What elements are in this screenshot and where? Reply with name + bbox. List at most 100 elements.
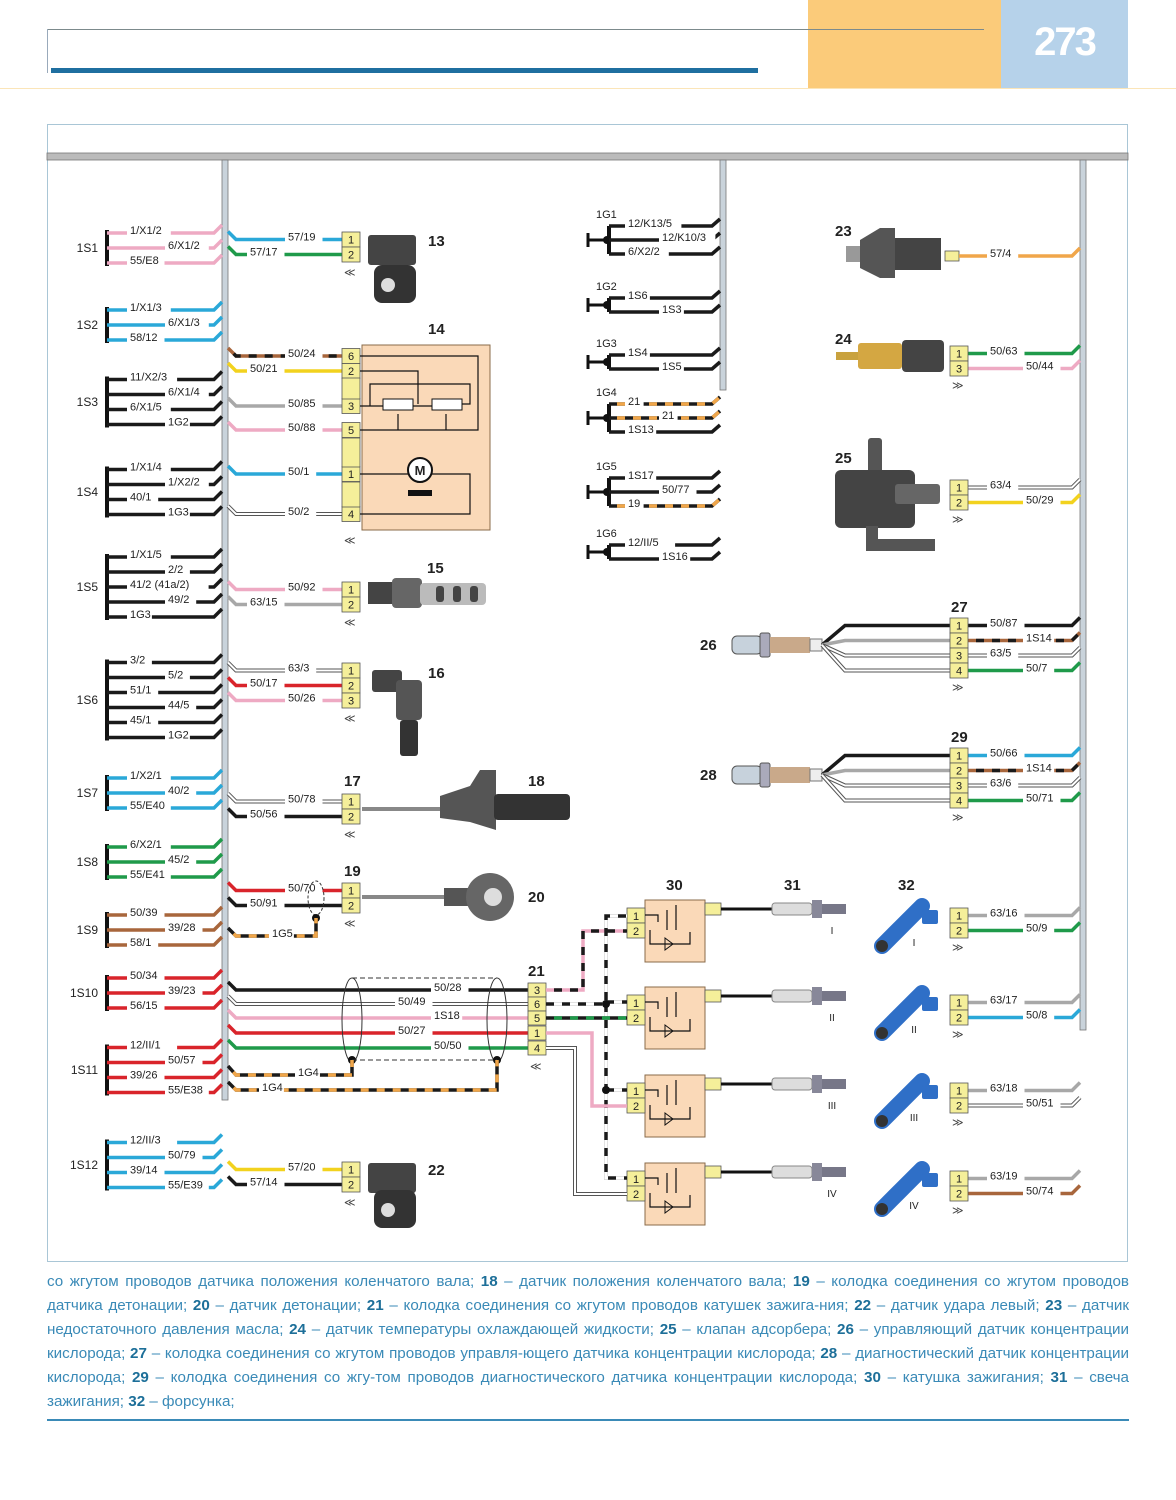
injector-I-pin-label: 2 (956, 926, 962, 938)
component-13-pin-2 (341, 246, 361, 263)
component-27-wire-label: 63/5 (990, 648, 1011, 660)
valve-15-port (436, 586, 444, 602)
splice-wire-label-bg (165, 1178, 209, 1191)
injector-tip (876, 1027, 888, 1039)
splice-wire-1S2 (107, 315, 224, 327)
splice-wire-label: 58/1 (130, 937, 151, 949)
component-15-wire-label-bg (247, 595, 285, 608)
spark-plug-IV (771, 1165, 813, 1179)
component-25-wire-label: 63/4 (990, 480, 1011, 492)
splice-wire-label-bg (127, 548, 171, 560)
harness-trunk-1 (719, 159, 727, 391)
splice-bar-1S3 (105, 376, 109, 428)
page-number: 273 (1034, 20, 1097, 64)
component-22-pin-label: 2 (348, 1180, 354, 1192)
component-29-wire-label-bg (987, 746, 1025, 759)
coil-circuit (645, 905, 691, 945)
legend-text: – свеча зажигания; (47, 1369, 1130, 1410)
splice-wire-label-bg (165, 415, 190, 428)
splice-wire-1S6 (107, 668, 224, 680)
component-14-pin-blank (341, 437, 361, 468)
splice-wire-label-bg (127, 254, 165, 266)
component-number-30: 30 (666, 877, 683, 894)
component-22-wire-label-bg (285, 1160, 323, 1173)
component-29-pin-label: 1 (956, 751, 962, 763)
component-22-wire-label-bg (247, 1175, 285, 1188)
splice-wire-label-bg (127, 769, 171, 781)
splice-wire-label: 5/2 (168, 670, 183, 682)
legend-item-number: 18 (480, 1273, 498, 1290)
ground-wire-label-bg (659, 409, 678, 421)
splice-wire-1S10 (107, 983, 224, 995)
legend-item-number: 29 (131, 1369, 149, 1386)
throttle-14-body (361, 344, 491, 531)
component-15-wire-label-bg (285, 580, 323, 593)
splice-wire-label-bg (127, 713, 159, 726)
splice-wire-1S6 (107, 728, 224, 740)
component-27-wire-label: 50/7 (1026, 663, 1047, 675)
ground-wire-label-bg (625, 395, 644, 407)
splice-wire-label: 1G3 (130, 609, 151, 621)
legend-text: – датчик детонации; (209, 1297, 367, 1314)
injector-IV-wire-label-bg (987, 1169, 1025, 1182)
splice-wire-label: 6/X1/4 (168, 387, 200, 399)
component-24-pin-label: 1 (956, 349, 962, 361)
splice-wire-label-bg (165, 475, 209, 488)
component-16-plug-icon: ≪ (344, 713, 356, 725)
component-17-pin-label: 1 (348, 797, 354, 809)
coil-circuit (645, 1080, 691, 1120)
injector-III-wire-label-bg (987, 1081, 1025, 1094)
component-16-wire-label-bg (247, 676, 285, 689)
ignition-coil-IV (644, 1162, 706, 1226)
cylinder-label: III (910, 1113, 918, 1124)
coil-bus-node (602, 1086, 610, 1094)
component-19-pin-2 (341, 897, 361, 914)
component-14-wire-label: 50/21 (250, 363, 278, 375)
splice-label-1S6: 1S6 (77, 693, 99, 707)
ground-wire-1G5-stripe (609, 497, 722, 508)
injector-IV-pin-2 (949, 1185, 969, 1202)
splice-wire-label: 49/2 (168, 594, 189, 606)
splice-wire-label-bg (165, 239, 209, 251)
coil-circuit (645, 1168, 691, 1208)
injector-I-wire-label-bg (1023, 921, 1055, 934)
oxygen-sensor-28-lead-2-core (821, 774, 950, 787)
splice-wire-label-bg (165, 1083, 209, 1096)
splice-wire-label-bg (127, 868, 171, 880)
splice-bar-1S11 (105, 1044, 109, 1096)
splice-wire-label-bg (127, 936, 159, 948)
component-16-pin-3 (341, 692, 361, 709)
coil-output (704, 1165, 722, 1179)
component-27-wire-label: 1S14 (1026, 633, 1052, 645)
potentiometer-2 (431, 398, 463, 411)
injector-II-pin-label: 1 (956, 998, 962, 1010)
coil-feed-4-core (546, 1047, 627, 1195)
splice-wire-label: 44/5 (168, 700, 189, 712)
component-24-pin-3 (949, 360, 969, 377)
legend-text: – управляющий датчик концентрации кислор… (47, 1321, 1129, 1362)
component-13-wire-label: 57/17 (250, 247, 278, 259)
splice-wire-label-bg (127, 653, 152, 666)
component-25-pin-2 (949, 494, 969, 511)
legend-text: – колодка соединения со жгутом проводов … (47, 1273, 1129, 1314)
legend-text: – колодка соединения со жгу-том проводов… (148, 1369, 865, 1386)
splice-wire-1S6 (107, 713, 224, 725)
component-14-wire-label: 50/24 (288, 348, 316, 360)
splice-wire-label-bg (165, 784, 197, 796)
component-16-wire-label-bg (285, 661, 317, 674)
splice-wire-label: 39/14 (130, 1165, 158, 1177)
splice-wire-label: 51/1 (130, 685, 151, 697)
ground-wire-label-bg (625, 346, 650, 358)
component-17-wire-label-bg (247, 807, 285, 820)
coil-diode (664, 1112, 674, 1126)
splice-wire-label: 1/X2/2 (168, 477, 200, 489)
shield-label-21: 1G4 (262, 1082, 283, 1094)
component-14-pin-label: 6 (348, 351, 354, 363)
splice-wire-label-bg (127, 460, 171, 473)
sensor-23-body (895, 238, 941, 270)
legend-text: – колодка соединения со жгутом проводов … (146, 1345, 821, 1362)
component-14-wire-label: 50/1 (288, 466, 309, 478)
ground-wire-label: 12/K10/3 (662, 232, 706, 244)
coil-pin-label: 1 (633, 1086, 639, 1098)
ground-label-1G6: 1G6 (596, 528, 617, 540)
